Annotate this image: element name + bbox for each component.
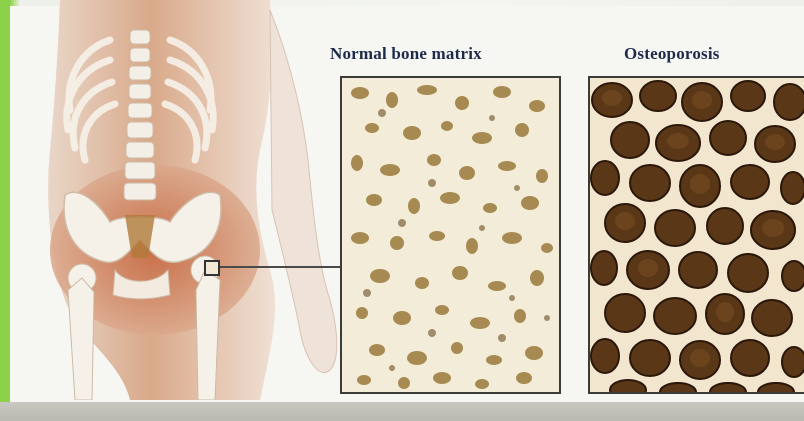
hip-callout-marker: [204, 260, 220, 276]
normal-bone-title: Normal bone matrix: [330, 44, 482, 64]
torso-illustration: [20, 0, 350, 400]
bottom-border: [0, 402, 804, 421]
normal-bone-texture: [342, 78, 559, 392]
osteoporosis-texture: [590, 78, 804, 392]
normal-bone-image: [340, 76, 561, 394]
osteoporosis-image: [588, 76, 804, 394]
callout-line: [213, 266, 340, 268]
osteoporosis-title: Osteoporosis: [624, 44, 720, 64]
